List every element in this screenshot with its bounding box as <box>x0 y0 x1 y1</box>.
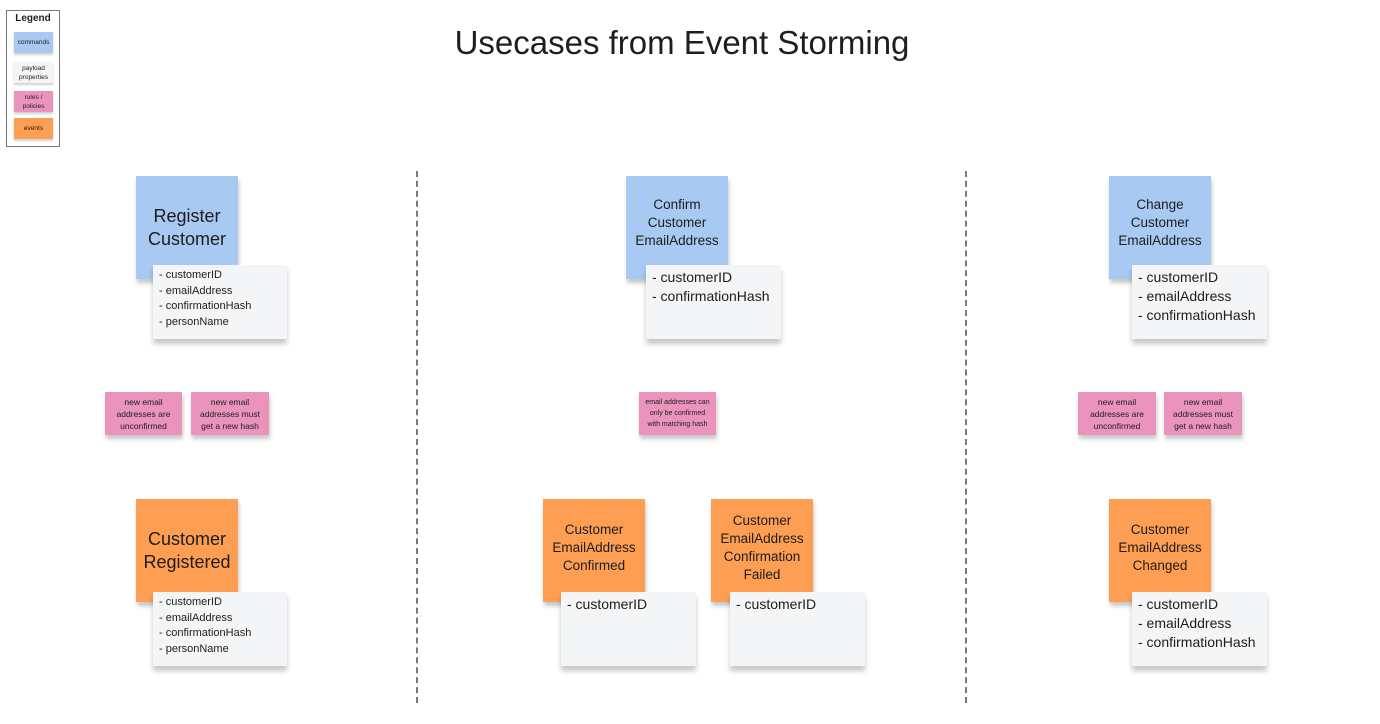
payload-item: - customerID <box>159 596 222 608</box>
command-label: Change Customer EmailAddress <box>1118 196 1202 248</box>
event-label: Customer EmailAddress Changed <box>1118 521 1202 573</box>
payload-item: - customerID <box>159 269 222 281</box>
payload-item: - confirmationHash <box>159 300 252 312</box>
rule-sticky[interactable]: new email addresses are unconfirmed <box>1078 392 1156 435</box>
command-payload-note[interactable]: - customerID - confirmationHash <box>646 265 781 339</box>
legend-events: events <box>14 118 53 139</box>
legend-commands: commands <box>14 32 53 53</box>
event-sticky[interactable]: Customer EmailAddress Confirmation Faile… <box>711 499 813 602</box>
command-sticky[interactable]: Register Customer <box>136 176 238 279</box>
payload-item: - confirmationHash <box>159 627 252 639</box>
command-payload-note[interactable]: - customerID - emailAddress - confirmati… <box>153 265 287 339</box>
rule-label: new email addresses must get a new hash <box>1173 396 1233 431</box>
payload-item: - emailAddress <box>159 284 233 297</box>
payload-item: - emailAddress <box>1138 288 1232 304</box>
payload-item: - emailAddress <box>1138 615 1232 631</box>
legend-title: Legend <box>15 13 51 24</box>
payload-item: - confirmationHash <box>1138 634 1256 650</box>
column-divider-1 <box>416 171 418 703</box>
command-sticky[interactable]: Change Customer EmailAddress <box>1109 176 1211 279</box>
rule-label: new email addresses must get a new hash <box>200 396 260 431</box>
payload-item: - customerID <box>1138 596 1219 612</box>
rule-sticky[interactable]: email addresses can only be confirmed wi… <box>639 392 716 435</box>
column-divider-2 <box>965 171 967 703</box>
rule-label: email addresses can only be confirmed wi… <box>645 399 710 428</box>
command-label: Register Customer <box>147 205 227 249</box>
payload-item: - confirmationHash <box>1138 307 1256 323</box>
legend-payload-properties: payload properties <box>14 62 53 83</box>
payload-item: - customerID <box>567 596 648 612</box>
page-title: Usecases from Event Storming <box>454 24 910 61</box>
rule-sticky[interactable]: new email addresses are unconfirmed <box>105 392 182 435</box>
payload-item: - confirmationHash <box>652 288 770 304</box>
event-sticky[interactable]: Customer EmailAddress Confirmed <box>543 499 645 602</box>
payload-item: - customerID <box>736 596 817 612</box>
event-payload-note[interactable]: - customerID - emailAddress - confirmati… <box>1132 592 1267 666</box>
event-label: Customer EmailAddress Confirmation Faile… <box>720 512 804 582</box>
payload-item: - personName <box>159 315 229 328</box>
legend-rules-policies: rules / policies <box>14 91 53 112</box>
event-payload-note[interactable]: - customerID <box>561 592 696 666</box>
event-payload-note[interactable]: - customerID <box>730 592 865 666</box>
rule-label: new email addresses are unconfirmed <box>1090 396 1144 431</box>
event-label: Customer Registered <box>143 528 231 572</box>
payload-item: - emailAddress <box>159 611 233 624</box>
command-sticky[interactable]: Confirm Customer EmailAddress <box>626 176 728 279</box>
command-payload-note[interactable]: - customerID - emailAddress - confirmati… <box>1132 265 1267 339</box>
legend: Legend commands payload properties rules… <box>6 10 60 147</box>
rule-label: new email addresses are unconfirmed <box>116 396 171 431</box>
event-sticky[interactable]: Customer EmailAddress Changed <box>1109 499 1211 602</box>
payload-item: - customerID <box>652 269 733 285</box>
rule-sticky[interactable]: new email addresses must get a new hash <box>1164 392 1242 435</box>
payload-item: - personName <box>159 642 229 655</box>
event-sticky[interactable]: Customer Registered <box>136 499 238 602</box>
payload-item: - customerID <box>1138 269 1219 285</box>
event-label: Customer EmailAddress Confirmed <box>552 521 636 573</box>
command-label: Confirm Customer EmailAddress <box>635 196 719 248</box>
rule-sticky[interactable]: new email addresses must get a new hash <box>191 392 269 435</box>
event-payload-note[interactable]: - customerID - emailAddress - confirmati… <box>153 592 287 666</box>
